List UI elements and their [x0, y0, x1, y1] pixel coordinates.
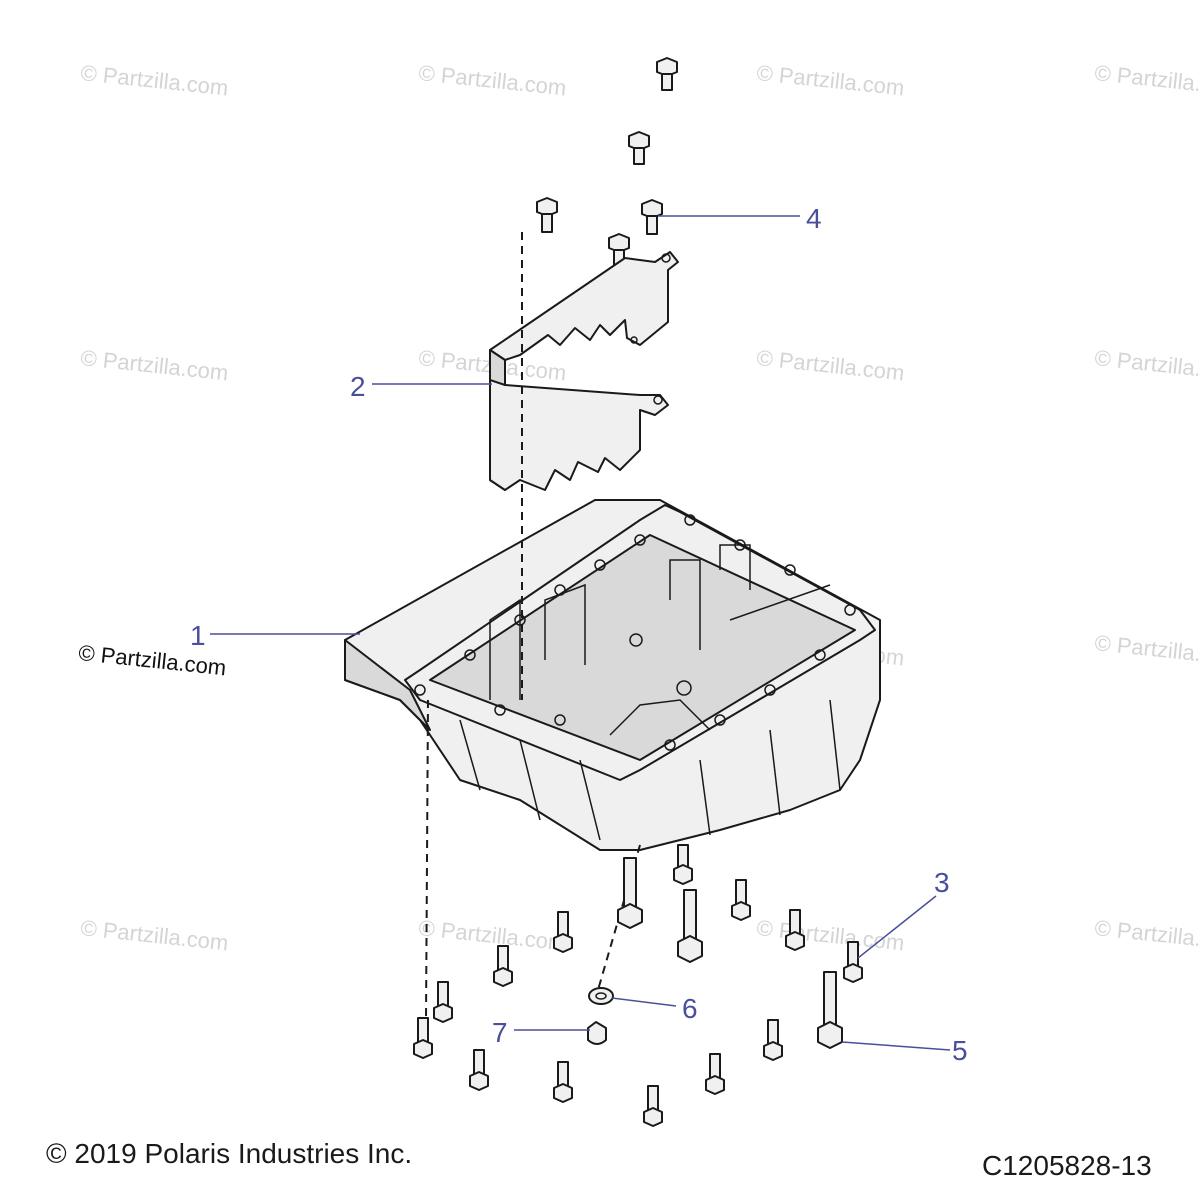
bolt-icon: [553, 911, 573, 953]
bolt-icon: [536, 197, 558, 233]
top-bolts: [536, 57, 678, 267]
leader-line-3: [857, 895, 937, 959]
callout-6: 6: [682, 993, 698, 1024]
bolt-icon: [677, 889, 703, 963]
bolt-icon: [673, 844, 693, 885]
bolt-icon: [641, 199, 663, 235]
washer: [588, 987, 614, 1005]
watermark: © Partzilla.com: [1093, 345, 1200, 385]
callouts: 1 2 3 4 5 6 7: [190, 203, 968, 1066]
leader-line-5: [841, 1041, 951, 1051]
watermark: © Partzilla.com: [755, 60, 905, 100]
watermark: © Partzilla.com: [1093, 60, 1200, 100]
bolt-icon: [553, 1061, 573, 1103]
callout-5: 5: [952, 1035, 968, 1066]
bolt-icon: [469, 1049, 489, 1091]
bolt-icon: [628, 131, 650, 165]
bolt-icon: [608, 233, 630, 267]
callout-2: 2: [350, 371, 366, 402]
watermark: © Partzilla.com: [417, 915, 567, 955]
watermark: © Partzilla.com: [755, 345, 905, 385]
watermark: © Partzilla.com: [79, 345, 229, 385]
bolt-icon: [656, 57, 678, 91]
watermark: © Partzilla.com: [1093, 915, 1200, 955]
bolt-icon: [763, 1019, 783, 1061]
leader-line-6: [611, 997, 677, 1007]
callout-1: 1: [190, 620, 206, 651]
heat-shield-bracket: [489, 251, 679, 491]
callout-7: 7: [492, 1017, 508, 1048]
bolt-icon: [643, 1085, 663, 1127]
copyright-notice: © 2019 Polaris Industries Inc.: [46, 1138, 413, 1169]
watermark: © Partzilla.com: [417, 60, 567, 100]
bolt-icon: [705, 1053, 725, 1095]
bolt-icon: [843, 941, 863, 983]
watermark: © Partzilla.com: [1093, 630, 1200, 670]
bottom-bolts: [413, 844, 863, 1127]
bolt-icon: [731, 879, 751, 921]
watermark: © Partzilla.com: [755, 915, 905, 955]
callout-3: 3: [934, 867, 950, 898]
oil-pan: [344, 499, 881, 851]
watermark: © Partzilla.com: [79, 60, 229, 100]
bolt-icon: [785, 909, 805, 951]
figure-id: C1205828-13: [982, 1150, 1152, 1181]
bolt-icon: [433, 981, 453, 1023]
bolt-icon: [817, 971, 843, 1049]
bolt-icon: [413, 1017, 433, 1059]
watermark: © Partzilla.com: [79, 915, 229, 955]
drain-plug: [587, 1021, 607, 1045]
bolt-icon: [617, 857, 643, 929]
callout-4: 4: [806, 203, 822, 234]
bolt-icon: [493, 945, 513, 987]
